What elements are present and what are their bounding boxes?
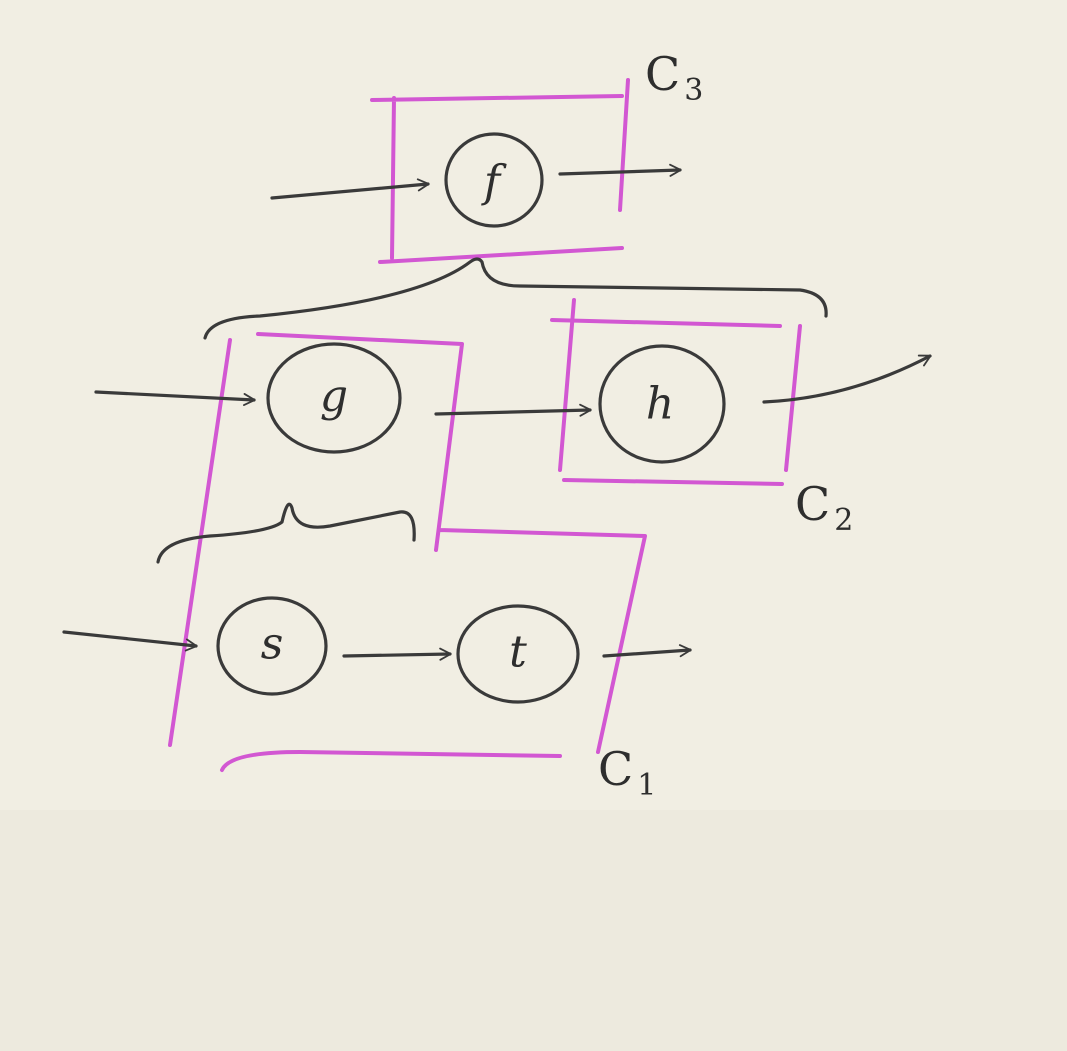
- node-s-circle: [216, 596, 328, 696]
- node-g: g: [266, 342, 402, 454]
- arrow-into-s: [62, 630, 198, 652]
- arrow-g-to-h: [434, 403, 592, 417]
- node-g-circle: [266, 342, 402, 454]
- cluster-c3-outline: [370, 78, 630, 264]
- node-t: t: [456, 604, 580, 704]
- node-t-circle: [456, 604, 580, 704]
- arrow-out-of-t: [602, 644, 692, 658]
- cluster-c2-outline: [550, 298, 802, 486]
- brace-g-over-s-t: [156, 502, 416, 564]
- node-g-label: g: [320, 371, 348, 422]
- node-h-circle: [598, 344, 726, 464]
- arrow-s-to-t: [342, 647, 452, 661]
- node-t-label: t: [509, 627, 527, 678]
- brace-f-over-g-h: [203, 257, 828, 340]
- arrow-into-g: [94, 390, 256, 407]
- node-h-label: h: [646, 379, 674, 430]
- node-s-label: s: [261, 619, 284, 670]
- node-f-circle: [444, 132, 544, 228]
- arrow-into-f: [270, 178, 430, 200]
- cluster-c1-outline: [168, 332, 647, 772]
- arrow-out-of-f: [558, 163, 682, 177]
- paper-shading: [0, 810, 1067, 1051]
- node-s: s: [216, 596, 328, 696]
- arrow-out-of-h: [762, 354, 932, 404]
- node-h: h: [598, 344, 726, 464]
